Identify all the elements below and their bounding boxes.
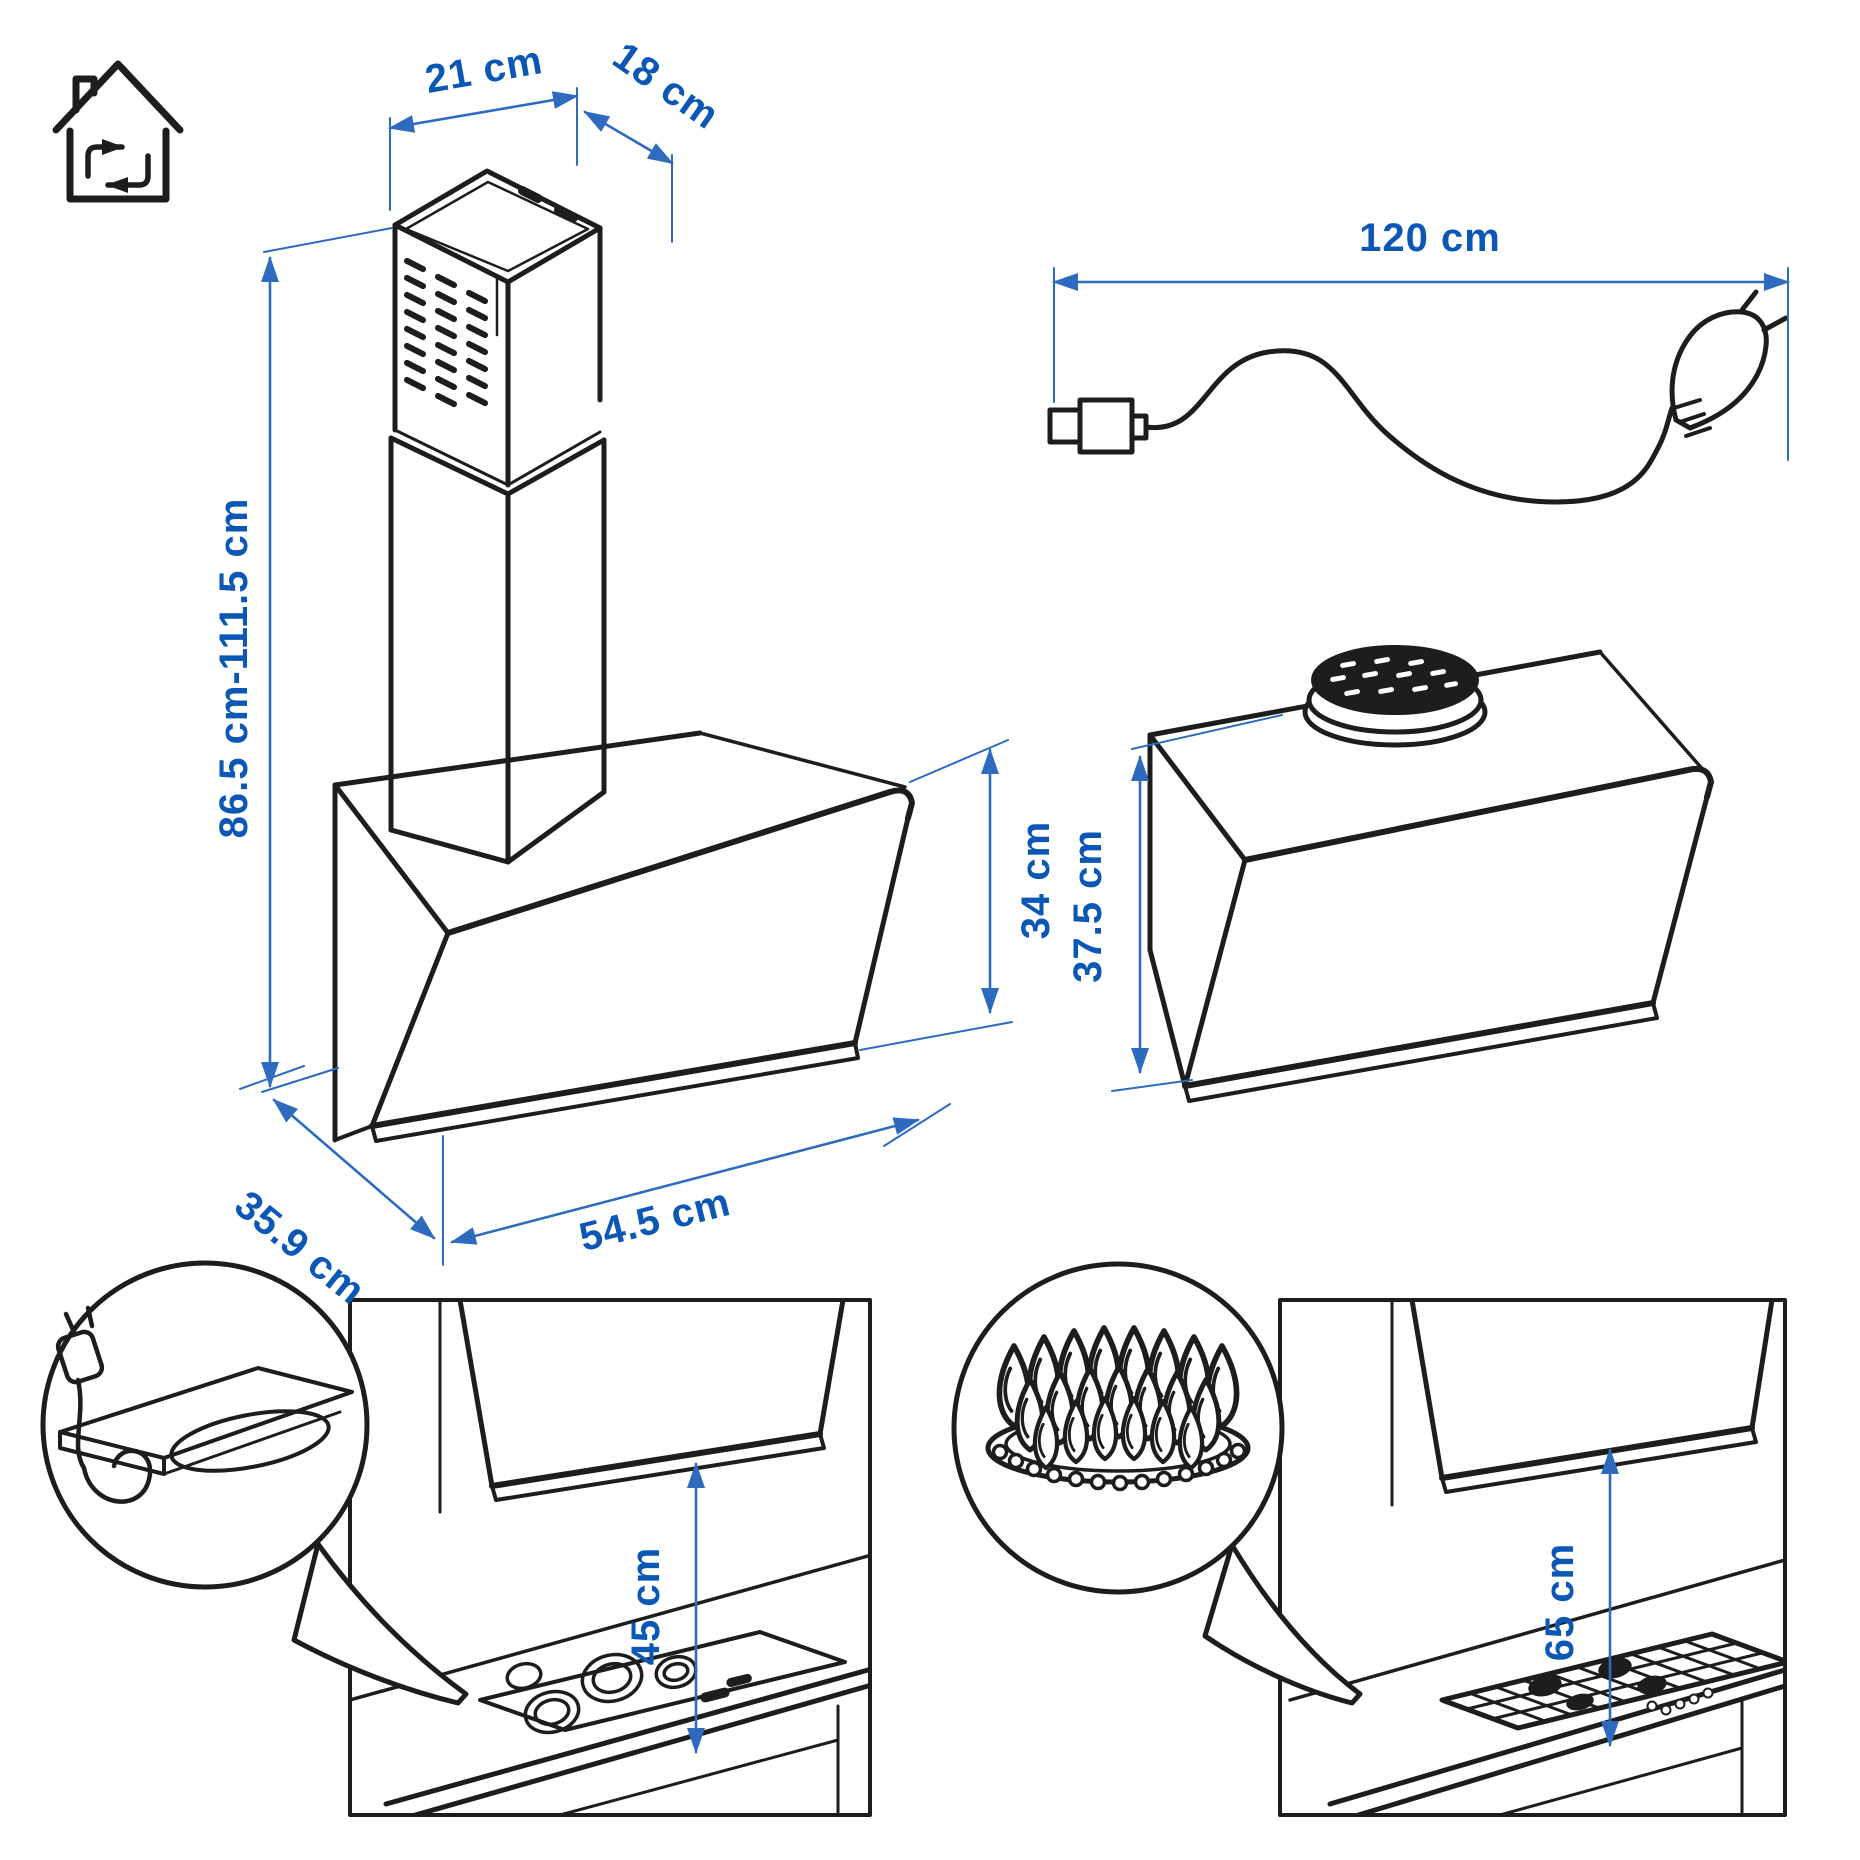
dim-label-height-range: 86.5 cm-111.5 cm <box>212 497 256 839</box>
dimension-lines <box>239 87 1790 1754</box>
hood-body-drawing <box>1147 645 1714 1103</box>
house-recirculation-icon <box>52 60 184 203</box>
inset-electric-hob <box>40 1260 872 1817</box>
dim-label-cord-length: 120 cm <box>1359 216 1501 260</box>
dim-label-body-height: 37.5 cm <box>1066 829 1110 983</box>
gas-hob-drawing <box>1439 1631 1785 1731</box>
countertop-connection-detail <box>55 1305 354 1504</box>
dim-label-glass-height: 34 cm <box>1014 820 1058 940</box>
gas-burner-flames-icon <box>985 1328 1251 1492</box>
plug-cable-icon <box>55 1305 153 1504</box>
dim-label-clearance-gas: 65 cm <box>1538 1542 1582 1662</box>
dim-label-clearance-electric: 45 cm <box>624 1546 668 1666</box>
vent-slats <box>403 257 489 408</box>
inset-gas-hob <box>951 1261 1787 1817</box>
schuko-plug-icon <box>1669 289 1789 438</box>
exhaust-outlet-icon <box>1302 645 1488 748</box>
wall-hood-drawing <box>332 730 915 1143</box>
power-cord-drawing <box>1047 289 1789 505</box>
chimney-duct-drawing <box>388 168 607 865</box>
